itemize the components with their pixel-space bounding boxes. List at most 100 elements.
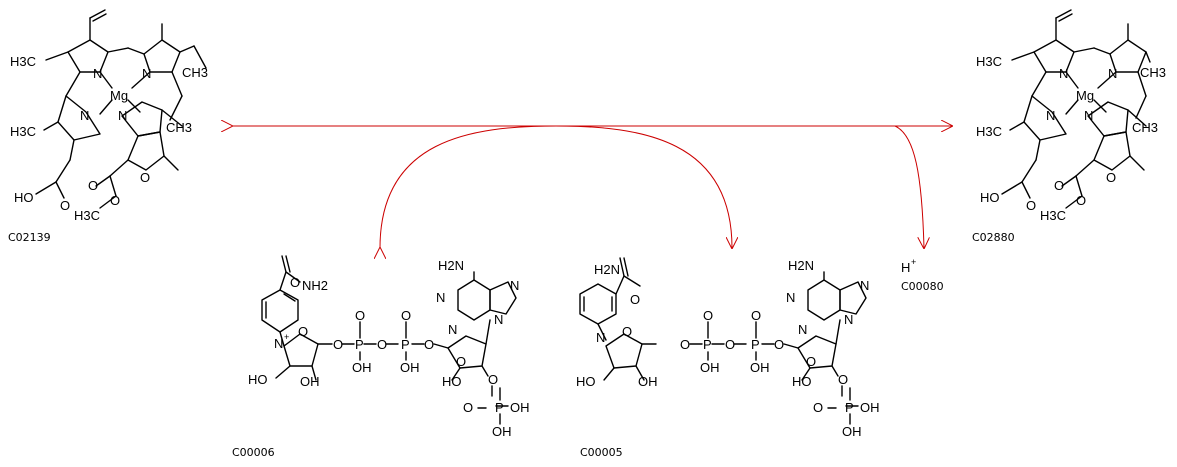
c00005-o-label-ring2: O	[806, 354, 816, 369]
compound-id-c00080: C00080	[901, 280, 944, 293]
c00005-p-label-2: P	[751, 337, 760, 352]
compound-c02139-structure: H3C CH3 Mg N N N N H3C CH3 O O O HO O H3…	[10, 9, 208, 223]
compound-id-c02139: C02139	[8, 231, 51, 244]
c00006-o-label-p2: O	[401, 308, 411, 323]
c00005-p-label-3: P	[845, 400, 854, 415]
c00006-o-label-ring1: O	[298, 324, 308, 339]
c00005-oh-label-1: OH	[638, 374, 658, 389]
c00006-oh-label-p3b: OH	[492, 424, 512, 439]
c00006-p-label-3: P	[495, 400, 504, 415]
c02880-o-label-2: O	[1054, 178, 1064, 193]
c00006-h2n-label: H2N	[438, 258, 464, 273]
c02139-h3c-label-1: H3C	[10, 54, 36, 69]
c02139-o-label-1: O	[140, 170, 150, 185]
c00006-oh-label-1: OH	[300, 374, 320, 389]
c00006-o-label-p1: O	[355, 308, 365, 323]
c00005-h2n-label: H2N	[788, 258, 814, 273]
c02139-o-label-2: O	[88, 178, 98, 193]
c00005-oh-label-p2: OH	[750, 360, 770, 375]
c02139-n-label-1: N	[93, 66, 102, 81]
c00006-oh-label-p3a: OH	[510, 400, 530, 415]
c00005-ho-label-1: HO	[576, 374, 596, 389]
c02880-mg-label: Mg	[1076, 88, 1094, 103]
c00005-n-label: N	[596, 330, 605, 345]
c02880-n-label-3: N	[1046, 108, 1055, 123]
c00005-ho-label-2: HO	[792, 374, 812, 389]
c00005-o-label-p1: O	[703, 308, 713, 323]
c02880-n-label-1: N	[1059, 66, 1068, 81]
c00005-o-label-p3o: O	[813, 400, 823, 415]
c00005-o-label-bridge1: O	[680, 337, 690, 352]
c02139-ho-label: HO	[14, 190, 34, 205]
c02139-h3c-label-3: H3C	[74, 208, 100, 223]
c00006-oh-label-p1: OH	[352, 360, 372, 375]
c02139-ch3-label-2: CH3	[166, 120, 192, 135]
c00006-ho-label-2: HO	[442, 374, 462, 389]
c00005-oh-label-p3a: OH	[860, 400, 880, 415]
c02139-n-label-3: N	[80, 108, 89, 123]
c00006-o-label-ring2: O	[456, 354, 466, 369]
c00006-n-label-ad2: N	[448, 322, 457, 337]
c00006-ho-label-1: HO	[248, 372, 268, 387]
c00005-h2n-label-amide: H2N	[594, 262, 620, 277]
c02880-ch3-label-2: CH3	[1132, 120, 1158, 135]
c02139-o-label-3: O	[110, 193, 120, 208]
c00006-oh-label-p2: OH	[400, 360, 420, 375]
c00005-n-label-ad4: N	[844, 312, 853, 327]
compound-id-c02880: C02880	[972, 231, 1015, 244]
c00006-n-charge: +	[284, 332, 289, 342]
c02880-n-label-4: N	[1084, 108, 1093, 123]
proton-release-arrow	[894, 125, 924, 248]
c00005-o-label-amide: O	[630, 292, 640, 307]
c00006-n-label-ad3: N	[510, 278, 519, 293]
compound-c00006-structure: O NH2 N + O HO OH O P O OH O P O OH O O …	[248, 255, 530, 439]
c02880-ch3-label-1: CH3	[1140, 65, 1166, 80]
c02880-n-label-2: N	[1108, 66, 1117, 81]
c02880-o-label-1: O	[1106, 170, 1116, 185]
c00006-p-label-1: P	[355, 337, 364, 352]
c02880-o-label-3: O	[1076, 193, 1086, 208]
c00005-o-label-2p: O	[838, 372, 848, 387]
c00006-o-label-bridge3: O	[424, 337, 434, 352]
compound-id-c00006: C00006	[232, 446, 275, 459]
c00006-o-label-bridge2: O	[377, 337, 387, 352]
proton-symbol: H	[901, 260, 910, 275]
c02139-h3c-label-2: H3C	[10, 124, 36, 139]
c02880-h3c-label-2: H3C	[976, 124, 1002, 139]
c00005-p-label-1: P	[703, 337, 712, 352]
c02880-h3c-label-1: H3C	[976, 54, 1002, 69]
c00005-oh-label-p1: OH	[700, 360, 720, 375]
c00006-n-label-ad1: N	[436, 290, 445, 305]
compound-c02880-structure: H3C CH3 Mg N N N N H3C CH3 O O O HO O H3…	[976, 9, 1166, 223]
c02880-ho-label: HO	[980, 190, 1000, 205]
c00006-n-label: N	[274, 336, 283, 351]
c02880-o-label-4: O	[1026, 198, 1036, 213]
c00005-n-label-ad2: N	[798, 322, 807, 337]
c00006-p-label-2: P	[401, 337, 410, 352]
c00006-n-label-ad4: N	[494, 312, 503, 327]
compound-id-c00005: C00005	[580, 446, 623, 459]
c00005-o-label-ring1: O	[622, 324, 632, 339]
c00006-o-label-bridge1: O	[333, 337, 343, 352]
c00005-o-label-bridge3: O	[774, 337, 784, 352]
c02139-mg-label: Mg	[110, 88, 128, 103]
c02139-n-label-4: N	[118, 108, 127, 123]
c00006-o-label-p3o: O	[463, 400, 473, 415]
proton-charge: +	[911, 257, 916, 267]
c02139-n-label-2: N	[142, 66, 151, 81]
c00006-nh2-label: NH2	[302, 278, 328, 293]
c00006-o-label-2p: O	[488, 372, 498, 387]
c00005-o-label-p2: O	[751, 308, 761, 323]
cofactor-arc-arrow	[380, 125, 732, 248]
c02880-h3c-label-3: H3C	[1040, 208, 1066, 223]
reaction-arrows	[232, 126, 952, 248]
c00005-o-label-bridge2: O	[725, 337, 735, 352]
compound-c00005-structure: O H2N N O HO OH O P O OH O P O OH O O H2…	[576, 257, 880, 439]
c00005-n-label-ad3: N	[860, 278, 869, 293]
c02139-o-label-4: O	[60, 198, 70, 213]
c02139-ch3-label-1: CH3	[182, 65, 208, 80]
c00006-o-label-amide: O	[290, 275, 300, 290]
c00005-n-label-ad1: N	[786, 290, 795, 305]
